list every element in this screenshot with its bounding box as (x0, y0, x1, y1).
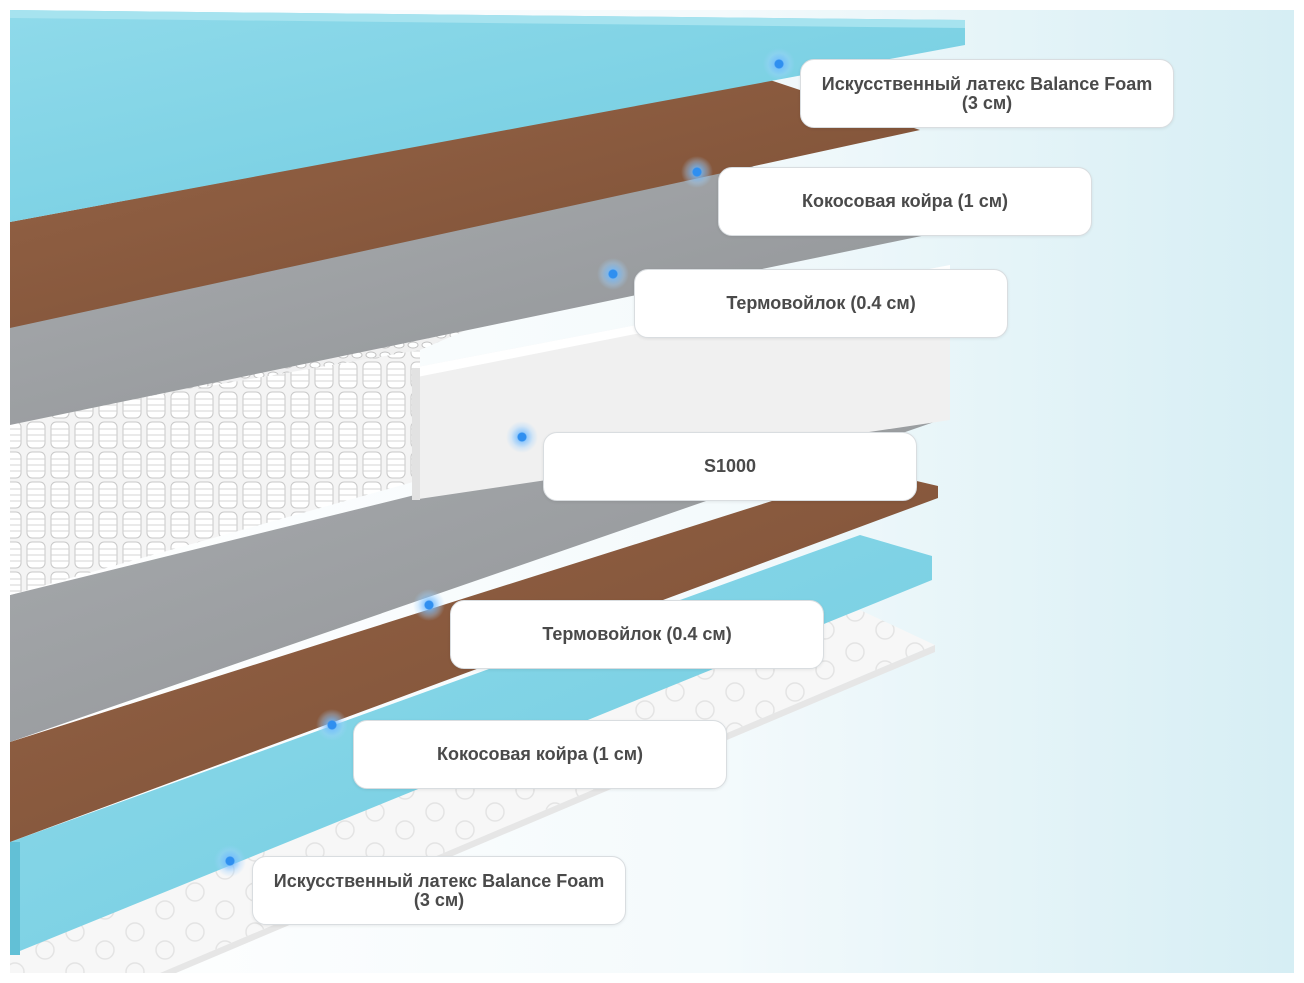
layer-marker-4[interactable] (506, 421, 538, 453)
layer-marker-2[interactable] (681, 156, 713, 188)
layer-label-spring-block: S1000 (543, 432, 917, 501)
layer-label-top-foam: Искусственный латекс Balance Foam (3 см) (800, 59, 1174, 128)
layer-marker-5[interactable] (413, 589, 445, 621)
layer-marker-7[interactable] (214, 845, 246, 877)
layer-label-top-felt: Термовойлок (0.4 см) (634, 269, 1008, 338)
layer-marker-3[interactable] (597, 258, 629, 290)
layer-label-bottom-coir: Кокосовая койра (1 см) (353, 720, 727, 789)
layer-label-bottom-felt: Термовойлок (0.4 см) (450, 600, 824, 669)
layer-label-bottom-foam: Искусственный латекс Balance Foam (3 см) (252, 856, 626, 925)
layer-marker-6[interactable] (316, 709, 348, 741)
layer-marker-1[interactable] (763, 48, 795, 80)
layer-label-top-coir: Кокосовая койра (1 см) (718, 167, 1092, 236)
